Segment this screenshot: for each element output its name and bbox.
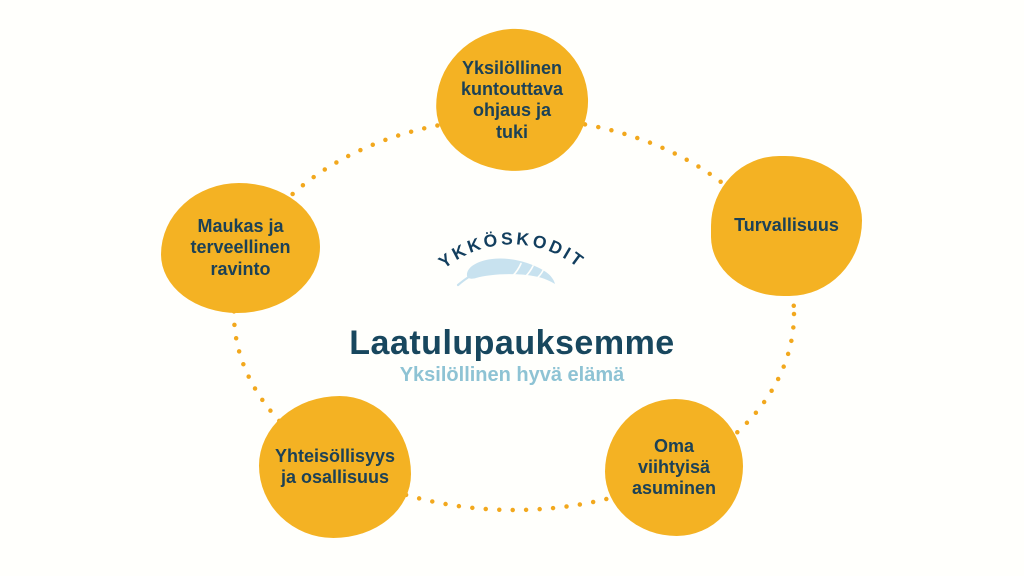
bubble-label: Yhteisöllisyys ja osallisuus — [274, 445, 396, 487]
page-subtitle: Yksilöllinen hyvä elämä — [399, 364, 625, 386]
bubble-community: Yhteisöllisyys ja osallisuus — [259, 396, 411, 538]
bubble-label: Turvallisuus — [734, 215, 839, 236]
bubble-label: Yksilöllinen kuntouttava ohjaus ja tuki — [460, 57, 563, 142]
bubble-safety: Turvallisuus — [711, 156, 862, 296]
bubble-label: Oma viihtyisä asuminen — [631, 435, 717, 499]
feather-icon — [456, 258, 555, 287]
bubble-label: Maukas ja terveellinen ravinto — [190, 216, 291, 279]
bubble-cozy-living: Oma viihtyisä asuminen — [605, 399, 743, 536]
bubble-nutrition: Maukas ja terveellinen ravinto — [161, 183, 320, 313]
page-title: Laatulupauksemme — [349, 324, 675, 362]
ykkoskodit-logo: YKKÖSKODIT — [435, 228, 586, 287]
